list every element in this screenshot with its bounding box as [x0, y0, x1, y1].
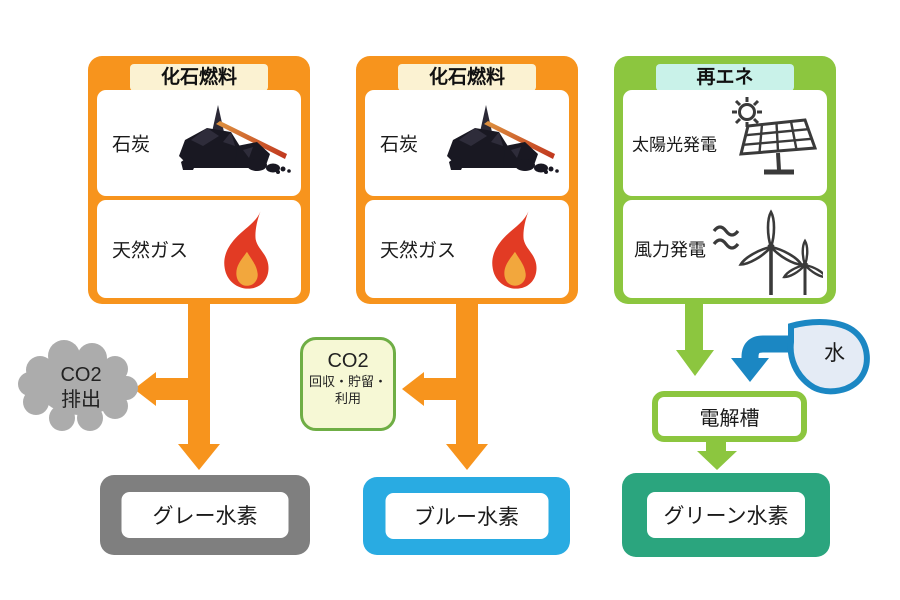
ccus-line3: 利用	[334, 391, 361, 406]
co2-emission-text: CO2 排出	[60, 364, 102, 411]
renewable-header: 再エネ	[656, 64, 794, 91]
gray-hydrogen-box: グレー水素	[100, 475, 310, 555]
gas-source-box-2: 天然ガス	[365, 200, 569, 298]
flame-icon	[492, 211, 537, 289]
water-feed-arrow	[731, 335, 805, 382]
electrolyzer-output-arrow	[697, 441, 737, 470]
ccus-line2: 回収・貯留・	[308, 374, 387, 389]
gray-hydrogen-label: グレー水素	[121, 492, 289, 538]
co2-emission-cloud: CO2 排出	[18, 336, 144, 440]
water-label: 水	[824, 342, 846, 366]
blue-path-arrow	[402, 304, 488, 470]
solar-panel-icon	[732, 97, 818, 175]
coal-source-box-1: 石炭	[97, 90, 301, 196]
fossil-fuel-header-1: 化石燃料	[130, 64, 268, 91]
wind-turbine-icon	[712, 209, 823, 295]
blue-hydrogen-box: ブルー水素	[363, 477, 570, 555]
ccus-box: CO2 回収・貯留・ 利用	[300, 337, 396, 431]
green-hydrogen-label: グリーン水素	[647, 492, 805, 538]
solar-label: 太陽光発電	[632, 135, 717, 155]
coal-pickaxe-icon	[179, 105, 291, 174]
wind-label: 風力発電	[634, 240, 706, 260]
flame-icon	[224, 211, 269, 289]
gas-label-2: 天然ガス	[380, 240, 457, 262]
water-drop-icon	[787, 319, 870, 395]
fossil-fuel-panel-2: 化石燃料 石炭 天然ガス	[356, 56, 578, 304]
gas-source-box-1: 天然ガス	[97, 200, 301, 298]
ccus-line1: CO2	[327, 350, 369, 372]
wind-source-box: 風力発電	[623, 200, 827, 298]
green-hydrogen-box: グリーン水素	[622, 473, 830, 557]
gas-label-1: 天然ガス	[112, 240, 189, 262]
coal-pickaxe-icon	[447, 105, 559, 174]
gray-path-arrow	[134, 304, 220, 470]
renewable-panel: 再エネ 太陽光発電	[614, 56, 836, 304]
cloud-icon	[18, 340, 138, 431]
electrolyzer-label: 電解槽	[699, 408, 760, 430]
coal-label-2: 石炭	[380, 134, 419, 156]
solar-source-box: 太陽光発電	[623, 90, 827, 196]
electrolyzer-box: 電解槽	[652, 391, 807, 442]
fossil-fuel-panel-1: 化石燃料 石炭	[88, 56, 310, 304]
fossil-fuel-header-2: 化石燃料	[398, 64, 536, 91]
green-path-arrow	[676, 304, 714, 376]
coal-label-1: 石炭	[112, 134, 151, 156]
water-drop: 水	[783, 318, 875, 396]
blue-hydrogen-label: ブルー水素	[385, 493, 548, 539]
coal-source-box-2: 石炭	[365, 90, 569, 196]
